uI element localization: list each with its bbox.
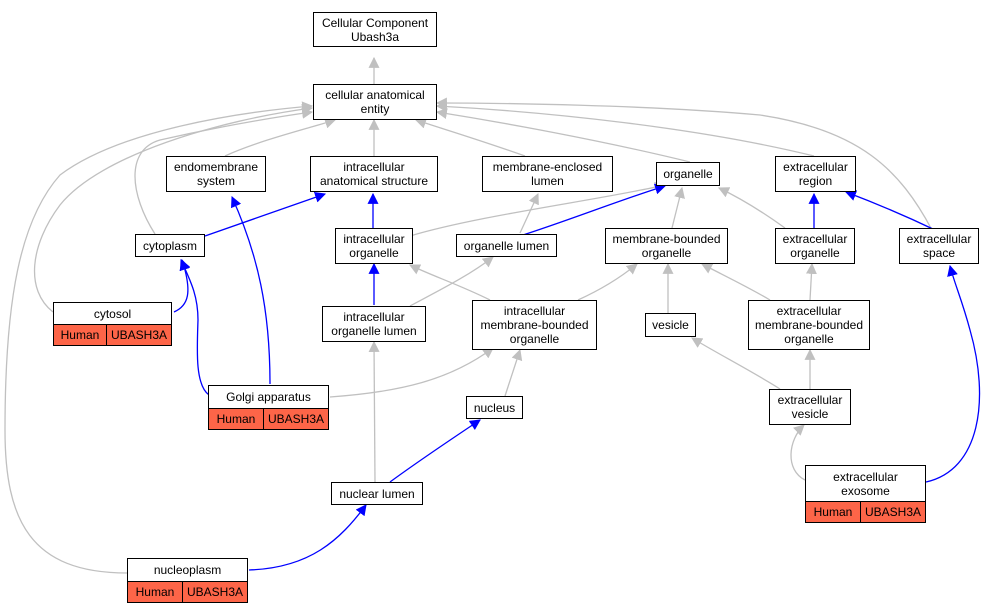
node-label: membrane-bounded organelle <box>612 232 721 260</box>
gene-cell: UBASH3A <box>181 582 247 602</box>
species-cell: Human <box>135 585 175 599</box>
node-extracellular-exosome[interactable]: extracellular exosome Human UBASH3A <box>805 465 926 523</box>
node-label: extracellular organelle <box>782 232 848 260</box>
edge-ol-mel <box>519 193 539 234</box>
node-label: nuclear lumen <box>339 486 415 501</box>
node-label: membrane-enclosed lumen <box>492 160 603 188</box>
edge-es-cae <box>435 97 933 231</box>
node-label: organelle <box>663 167 713 181</box>
node-cytosol[interactable]: cytosol Human UBASH3A <box>53 302 172 346</box>
node-extracellular-space[interactable]: extracellular space <box>899 228 979 264</box>
gene-cell: UBASH3A <box>105 325 171 345</box>
edge-er-cae <box>435 101 815 157</box>
node-membrane-enclosed-lumen[interactable]: membrane-enclosed lumen <box>482 156 613 192</box>
node-label: cellular anatomical entity <box>325 88 425 116</box>
gene-cell: UBASH3A <box>262 409 328 429</box>
edge-exo-ev <box>790 424 806 481</box>
edge-iol-ol <box>409 256 494 307</box>
species-cell: Human <box>60 328 100 342</box>
node-extracellular-organelle[interactable]: extracellular organelle <box>775 228 855 264</box>
node-label: intracellular anatomical structure <box>319 160 429 188</box>
node-intracellular-organelle[interactable]: intracellular organelle <box>335 228 413 264</box>
edge-embo-eo <box>805 262 817 301</box>
node-extracellular-vesicle[interactable]: extracellular vesicle <box>769 389 851 425</box>
edge-cyto-cae <box>134 107 314 235</box>
edge-nucleoplasm-nl <box>248 504 367 571</box>
edge-exo-es <box>925 264 981 483</box>
node-label: intracellular membrane-bounded organelle <box>480 304 589 346</box>
edge-mbo-org <box>671 186 685 229</box>
edge-nl-iol <box>368 340 380 483</box>
edge-org-cae <box>435 108 691 163</box>
edge-imbo-io <box>409 264 491 301</box>
node-nuclear-lumen[interactable]: nuclear lumen <box>331 482 423 505</box>
node-endomembrane-system[interactable]: endomembrane system <box>166 156 266 192</box>
node-label: extracellular space <box>906 232 972 260</box>
node-extracellular-membrane-bounded-organelle[interactable]: extracellular membrane-bounded organelle <box>748 300 870 350</box>
edge-nl-nucleus <box>389 419 481 483</box>
node-intracellular-membrane-bounded-organelle[interactable]: intracellular membrane-bounded organelle <box>472 300 597 350</box>
node-golgi-apparatus[interactable]: Golgi apparatus Human UBASH3A <box>208 385 329 430</box>
species-cell: Human <box>813 505 853 519</box>
node-label: extracellular vesicle <box>777 393 843 421</box>
node-label: intracellular organelle <box>343 232 405 260</box>
edge-golgi-imbo <box>329 347 494 398</box>
edge-es-er <box>844 190 936 231</box>
node-cytoplasm[interactable]: cytoplasm <box>135 234 205 257</box>
node-label: cytoplasm <box>142 238 198 253</box>
node-cellular-anatomical-entity[interactable]: cellular anatomical entity <box>313 84 437 120</box>
edge-golgi-endo <box>231 195 271 385</box>
node-label: endomembrane system <box>173 160 259 188</box>
edge-eo-org <box>718 187 786 229</box>
gene-cell: UBASH3A <box>859 502 925 522</box>
edge-cytosol-cyto <box>173 258 191 313</box>
node-label: organelle lumen <box>463 238 550 253</box>
node-label: cytosol <box>93 306 132 321</box>
annotation-row: Human UBASH3A <box>806 501 925 522</box>
edge-imbo-mbo <box>577 263 638 301</box>
node-intracellular-organelle-lumen[interactable]: intracellular organelle lumen <box>322 306 426 342</box>
node-nucleoplasm[interactable]: nucleoplasm Human UBASH3A <box>127 558 248 603</box>
edge-cytosol-cae <box>33 103 314 313</box>
edge-ev-vesicle <box>691 337 781 390</box>
node-label: nucleoplasm <box>153 563 222 577</box>
edge-mel-cae <box>414 117 526 157</box>
node-membrane-bounded-organelle[interactable]: membrane-bounded organelle <box>605 228 728 264</box>
node-label: nucleus <box>473 400 516 415</box>
annotation-row: Human UBASH3A <box>54 324 171 345</box>
edge-ol-org <box>519 183 667 237</box>
edge-embo-mbo <box>701 263 771 301</box>
node-label: intracellular organelle lumen <box>331 310 417 338</box>
edge-io-org <box>409 181 667 237</box>
node-cellular-component-root[interactable]: Cellular Component Ubash3a <box>313 12 437 47</box>
species-cell: Human <box>216 412 256 426</box>
edge-endo-cae <box>224 117 337 157</box>
node-nucleus[interactable]: nucleus <box>466 396 523 419</box>
node-label: vesicle <box>652 318 689 332</box>
node-label: extracellular membrane-bounded organelle <box>754 304 864 346</box>
node-label: Golgi apparatus <box>226 390 311 404</box>
edge-nucleoplasm-cae <box>4 101 314 574</box>
edge-golgi-cyto <box>180 258 210 396</box>
edge-cyto-ias <box>204 192 327 237</box>
node-label: extracellular exosome <box>833 469 898 498</box>
annotation-row: Human UBASH3A <box>128 581 247 602</box>
node-label: Cellular Component Ubash3a <box>321 15 429 44</box>
edge-nucleus-imbo <box>504 348 523 397</box>
node-extracellular-region[interactable]: extracellular region <box>775 156 856 192</box>
node-vesicle[interactable]: vesicle <box>645 313 696 337</box>
annotation-row: Human UBASH3A <box>209 408 328 429</box>
node-label: extracellular region <box>783 160 848 188</box>
node-intracellular-anatomical-structure[interactable]: intracellular anatomical structure <box>310 156 438 192</box>
node-organelle[interactable]: organelle <box>656 162 720 186</box>
node-organelle-lumen[interactable]: organelle lumen <box>456 234 557 257</box>
